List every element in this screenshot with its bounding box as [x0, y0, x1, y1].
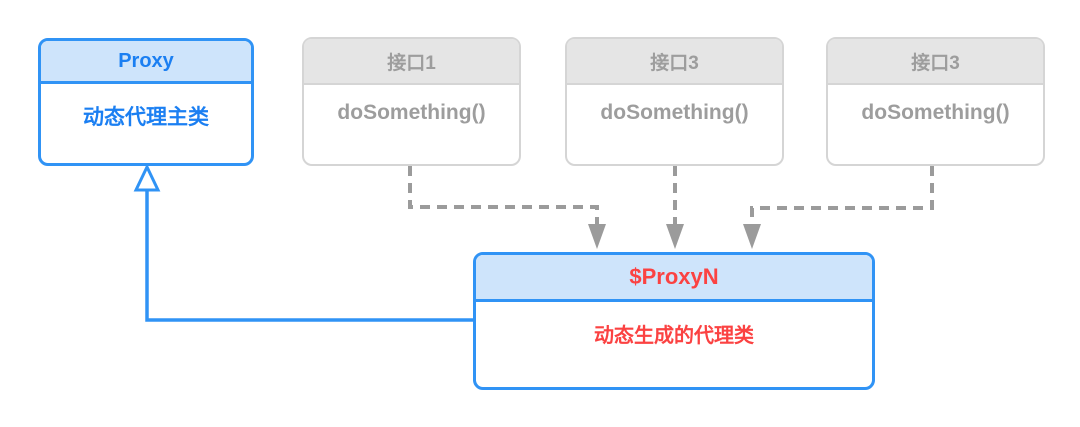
- interface2-header: 接口3: [567, 39, 782, 85]
- interface1-header: 接口1: [304, 39, 519, 85]
- generated-proxy-title: $ProxyN: [629, 264, 719, 289]
- generated-proxy-body: 动态生成的代理类: [476, 302, 872, 387]
- interface2-title: 接口3: [650, 52, 699, 74]
- interface2-node: 接口3 doSomething(): [565, 37, 784, 166]
- arrowhead-down-icon: [666, 224, 684, 249]
- proxy-class-body: 动态代理主类: [41, 84, 251, 163]
- proxy-class-node: Proxy 动态代理主类: [38, 38, 254, 166]
- interface3-header: 接口3: [828, 39, 1043, 85]
- interface3-node: 接口3 doSomething(): [826, 37, 1045, 166]
- interface1-body: doSomething(): [304, 85, 519, 125]
- interface2-body: doSomething(): [567, 85, 782, 125]
- interface3-method: doSomething(): [861, 101, 1010, 124]
- interface1-node: 接口1 doSomething(): [302, 37, 521, 166]
- generated-proxy-node: $ProxyN 动态生成的代理类: [473, 252, 875, 390]
- proxy-class-title: Proxy: [118, 49, 174, 72]
- inheritance-connector: [145, 190, 473, 322]
- interface3-body: doSomething(): [828, 85, 1043, 125]
- interface3-title: 接口3: [911, 52, 960, 74]
- interface1-dashed-connector: [408, 166, 599, 224]
- generated-proxy-header: $ProxyN: [476, 255, 872, 302]
- generated-proxy-body-text: 动态生成的代理类: [594, 325, 754, 347]
- arrowhead-down-icon: [588, 224, 606, 249]
- proxy-class-body-text: 动态代理主类: [83, 106, 209, 129]
- arrowhead-down-icon: [743, 224, 761, 249]
- proxy-class-header: Proxy: [41, 41, 251, 84]
- interface1-title: 接口1: [387, 52, 436, 74]
- hollow-triangle-arrow-icon: [133, 163, 161, 192]
- interface3-dashed-connector: [750, 166, 934, 224]
- interface2-method: doSomething(): [600, 101, 749, 124]
- interface1-method: doSomething(): [337, 101, 486, 124]
